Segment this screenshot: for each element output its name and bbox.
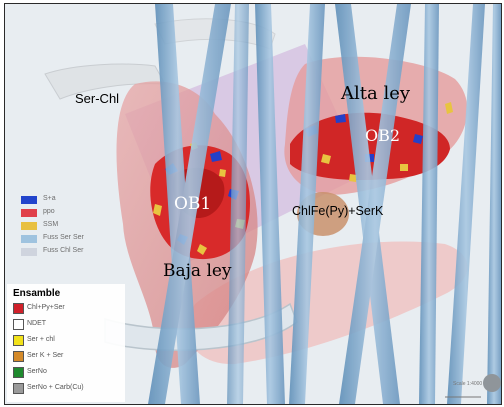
legend-item: Ser + chl	[13, 334, 125, 346]
legend-domains: S+a ppo SSM Fuss Ser Ser Fuss Chl Ser	[17, 194, 127, 259]
label-ob1: OB1	[174, 196, 211, 213]
legend-swatch	[13, 335, 24, 346]
legend-label: Fuss Ser Ser	[43, 234, 84, 241]
label-ser-chl: Ser-Chl	[75, 92, 119, 105]
label-alta-ley: Alta ley	[341, 85, 410, 103]
legend-item: NDET	[13, 318, 125, 330]
legend-label: SSM	[43, 221, 58, 228]
legend-ensamble: Ensamble Chl+Py+Ser NDET Ser + chl Ser K…	[7, 284, 125, 402]
legend-item: SSM	[17, 220, 127, 233]
legend-item: Chl+Py+Ser	[13, 302, 125, 314]
figure-frame: Ser-Chl Alta ley OB2 OB1 ChlFe(Py)+SerK …	[4, 3, 502, 405]
legend-label: Ser K + Ser	[27, 352, 63, 359]
legend-swatch	[21, 209, 37, 217]
legend-label: NDET	[27, 320, 46, 327]
legend-label: ppo	[43, 208, 55, 215]
label-baja-ley: Baja ley	[163, 263, 232, 280]
scale-text: Scale 1:4000	[453, 381, 482, 387]
label-chlfe-serk: ChlFe(Py)+SerK	[292, 205, 383, 218]
legend-label: SerNo + Carb(Cu)	[27, 384, 84, 391]
legend-label: Fuss Chl Ser	[43, 247, 83, 254]
legend-item: SerNo + Carb(Cu)	[13, 382, 125, 394]
legend-title: Ensamble	[13, 288, 60, 299]
legend-item: ppo	[17, 207, 127, 220]
legend-swatch	[13, 351, 24, 362]
legend-item: SerNo	[13, 366, 125, 378]
legend-swatch	[13, 367, 24, 378]
legend-item: Fuss Ser Ser	[17, 233, 127, 246]
legend-swatch	[13, 319, 24, 330]
legend-item: Fuss Chl Ser	[17, 246, 127, 259]
legend-swatch	[21, 248, 37, 256]
legend-label: SerNo	[27, 368, 47, 375]
legend-swatch	[13, 383, 24, 394]
legend-label: S+a	[43, 195, 56, 202]
legend-label: Chl+Py+Ser	[27, 304, 65, 311]
label-ob2: OB2	[365, 128, 400, 144]
north-marker	[483, 374, 501, 392]
legend-swatch	[21, 222, 37, 230]
legend-swatch	[21, 235, 37, 243]
legend-item: Ser K + Ser	[13, 350, 125, 362]
legend-item: S+a	[17, 194, 127, 207]
legend-swatch	[13, 303, 24, 314]
legend-swatch	[21, 196, 37, 204]
legend-label: Ser + chl	[27, 336, 55, 343]
